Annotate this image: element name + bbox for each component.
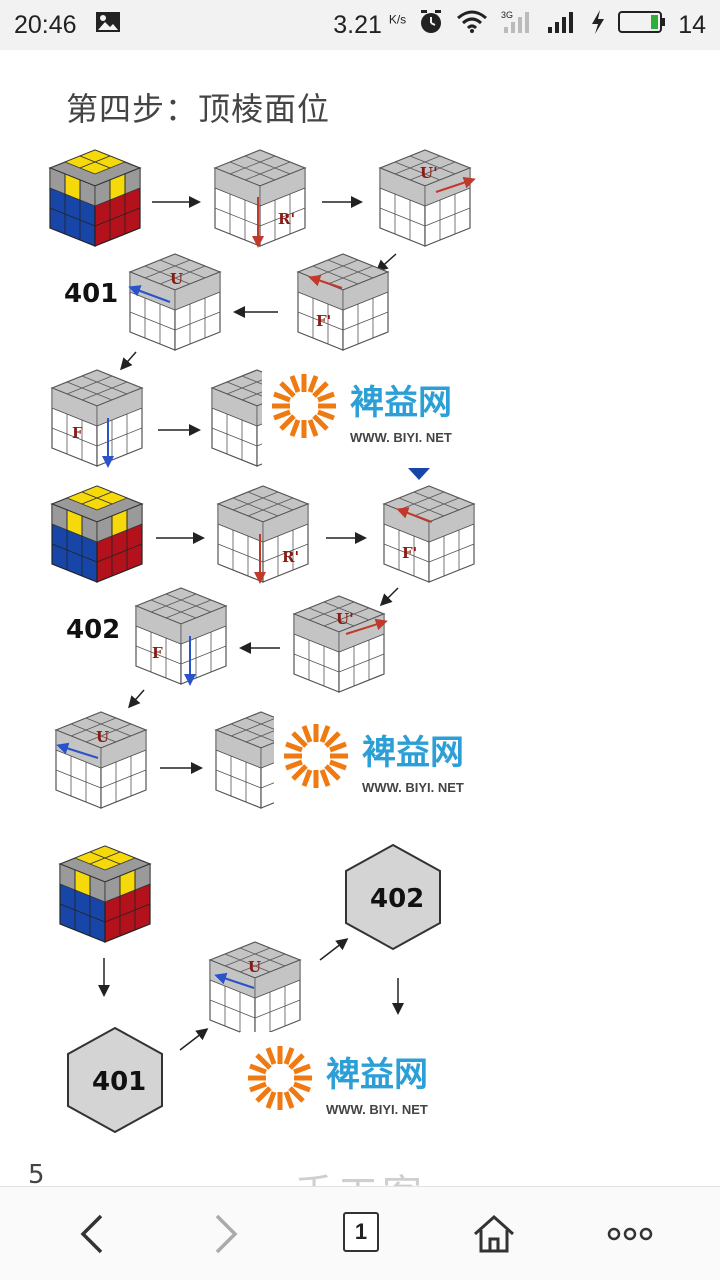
watermark-text: 裨益网 — [362, 733, 464, 773]
cube-step — [214, 149, 306, 247]
article-content: 第四步：顶棱面位 — [0, 50, 720, 1186]
watermark-text: 裨益网 — [350, 383, 452, 423]
watermark-url: WWW. BIYI. NET — [326, 1102, 428, 1117]
cube-step — [217, 485, 309, 583]
biyi-logo-icon — [246, 1044, 314, 1112]
home-button[interactable] — [452, 1187, 536, 1280]
move-label: R' — [278, 210, 295, 228]
move-label: R' — [282, 548, 299, 566]
hex-label: 402 — [370, 884, 424, 914]
move-label: F — [72, 424, 83, 442]
battery-icon — [618, 10, 666, 41]
cube-step — [297, 253, 389, 351]
cube-colored — [59, 845, 151, 943]
chevron-right-icon — [215, 1214, 238, 1254]
watermark-url: WWW. BIYI. NET — [350, 430, 452, 445]
case-label: 401 — [64, 279, 118, 309]
cube-step — [135, 587, 227, 685]
charging-icon — [590, 9, 606, 42]
cube-step — [55, 711, 147, 809]
cube-step — [129, 253, 221, 351]
battery-level: 14 — [678, 10, 706, 39]
network-type: 3G — [501, 10, 513, 20]
alarm-icon — [418, 9, 444, 42]
move-label: U' — [420, 164, 438, 182]
rubiks-cube-diagram: R' U' 401 U F' F 裨益网 WWW. BIYI. NET R' — [49, 149, 500, 1136]
cube-colored — [49, 149, 141, 247]
cube-colored — [51, 485, 143, 583]
net-speed: 3.21 — [333, 10, 382, 39]
status-bar: 20:46 3.21 K/s 3G 14 — [0, 0, 720, 50]
menu-button[interactable] — [588, 1187, 672, 1280]
cube-step — [51, 369, 143, 467]
cube-step — [383, 485, 475, 583]
image-icon — [95, 11, 121, 40]
biyi-logo-icon — [270, 372, 338, 440]
move-label: F' — [316, 312, 331, 330]
bottom-nav-bar — [0, 1186, 720, 1280]
biyi-logo-icon — [282, 722, 350, 790]
hex-label: 401 — [92, 1067, 146, 1097]
step-title: 第四步：顶棱面位 — [66, 90, 331, 128]
net-speed-unit: K/s — [388, 12, 407, 27]
move-label: U — [96, 728, 109, 746]
watermark-text: 裨益网 — [326, 1055, 428, 1095]
page-number: 5 — [28, 1160, 45, 1186]
wifi-icon — [456, 10, 488, 41]
status-time: 20:46 — [14, 10, 77, 39]
home-icon — [473, 1214, 515, 1253]
signal-icon — [546, 9, 578, 42]
cube-step — [209, 941, 301, 1039]
move-label: U — [170, 270, 183, 288]
signal-3g-icon: 3G — [500, 9, 534, 42]
more-dots-icon — [607, 1227, 653, 1241]
watermark-url: WWW. BIYI. NET — [362, 780, 464, 795]
chevron-left-icon — [80, 1214, 103, 1254]
back-button[interactable] — [52, 1187, 132, 1280]
move-label: F — [152, 644, 163, 662]
case-label: 402 — [66, 615, 120, 645]
move-label: U' — [336, 610, 354, 628]
move-label: U — [248, 958, 261, 976]
move-label: F' — [402, 544, 417, 562]
forward-button[interactable] — [186, 1187, 266, 1280]
tabs-button[interactable]: 1 — [343, 1212, 379, 1252]
